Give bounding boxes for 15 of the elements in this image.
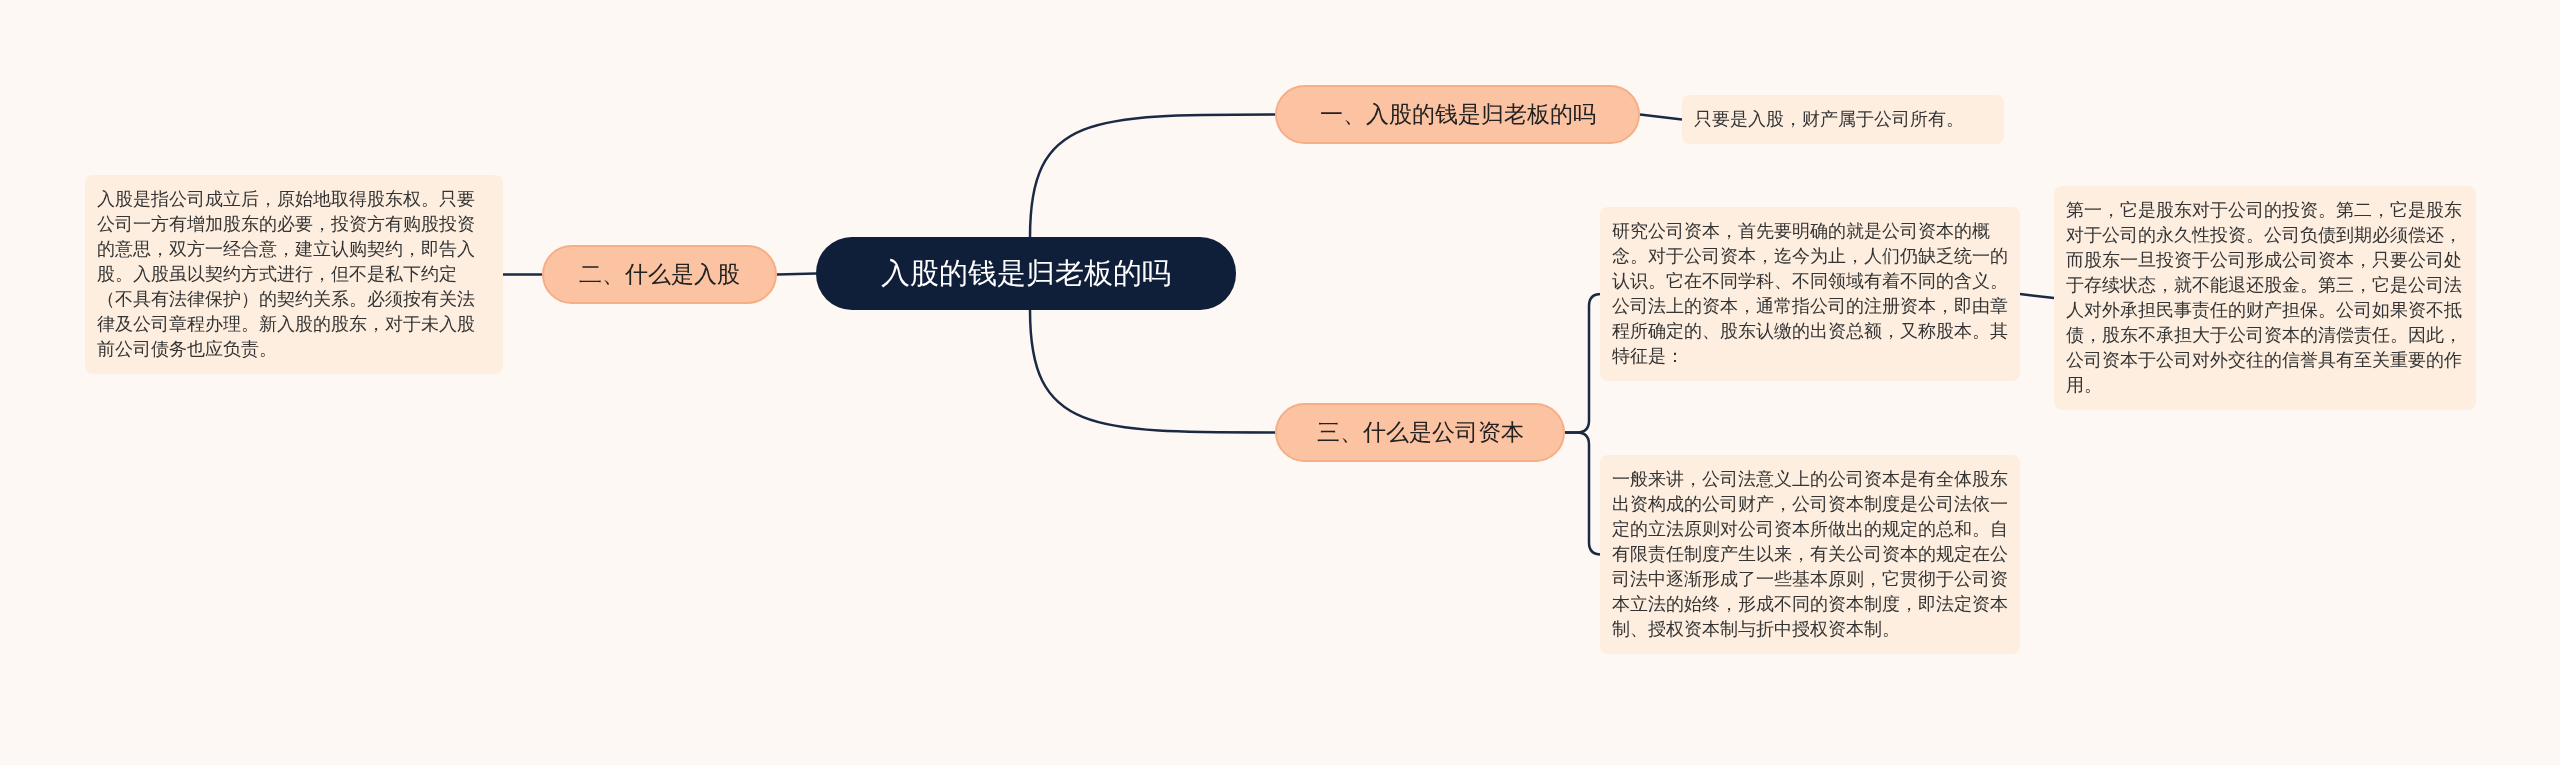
topic-pill: 三、什么是公司资本 xyxy=(1275,403,1565,462)
note-card: 研究公司资本，首先要明确的就是公司资本的概念。对于公司资本，迄今为止，人们仍缺乏统一的认识。它在不同学科、不同领域有着不同的含义。公司法上的资本，通常指公司的注册资本，即由章程所确定的、股东认缴的出资总额，又称股本。其特征是： xyxy=(1600,207,2020,381)
note-card: 入股是指公司成立后，原始地取得股东权。只要公司一方有增加股东的必要，投资方有购股投资的意思，双方一经合意，建立认购契约，即告入股。入股虽以契约方式进行，但不是私下约定（不具有法律保护）的契约关系。必须按有关法律及公司章程办理。新入股的股东，对于未入股前公司债务也应负责。 xyxy=(85,175,503,374)
central-topic: 入股的钱是归老板的吗 xyxy=(816,237,1236,310)
topic-pill: 二、什么是入股 xyxy=(542,245,777,304)
connector-line xyxy=(1028,113,1275,238)
note-card: 一般来讲，公司法意义上的公司资本是有全体股东出资构成的公司财产，公司资本制度是公司法依一定的立法原则对公司资本所做出的规定的总和。自有限责任制度产生以来，有关公司资本的规定在公司法中逐渐形成了一些基本原则，它贯彻于公司资本立法的始终，形成不同的资本制度，即法定资本制、授权资本制与折中授权资本制。 xyxy=(1600,455,2020,654)
connector-line xyxy=(1639,113,1683,121)
note-card: 只要是入股，财产属于公司所有。 xyxy=(1682,95,2004,144)
connector-line xyxy=(2019,292,2055,300)
note-card: 第一，它是股东对于公司的投资。第二，它是股东对于公司的永久性投资。公司负债到期必须偿还，而股东一旦投资于公司形成公司资本，只要公司处于存续状态，就不能退还股金。第三，它是公司法人对外承担民事责任的财产担保。公司如果资不抵债，股东不承担大于公司资本的清偿责任。因此，公司资本于公司对外交往的信誉具有至关重要的作用。 xyxy=(2054,186,2476,410)
topic-pill: 一、入股的钱是归老板的吗 xyxy=(1275,85,1640,144)
connector-line xyxy=(1028,309,1275,434)
connector-line xyxy=(776,272,817,276)
connector-line xyxy=(503,273,542,276)
